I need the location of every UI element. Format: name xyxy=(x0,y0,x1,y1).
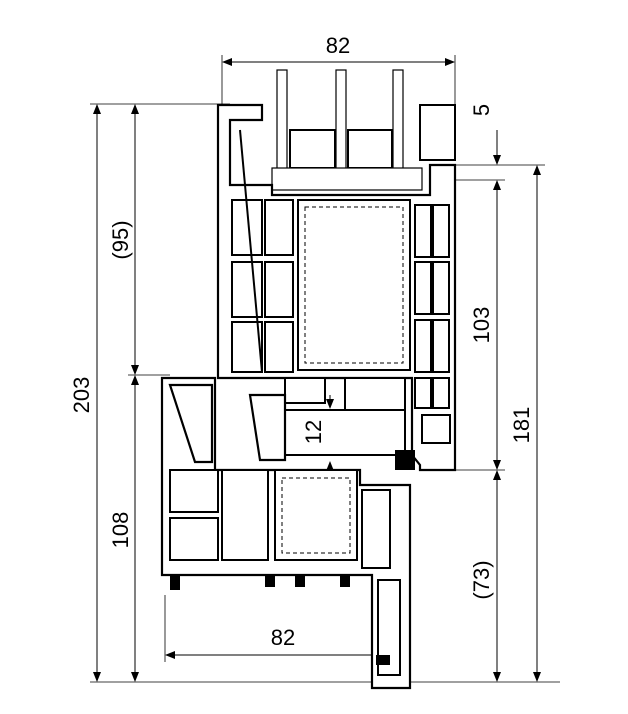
dim-total-height: 203 xyxy=(69,377,94,414)
sash-chambers-left xyxy=(231,129,294,373)
dim-right-height: 181 xyxy=(509,407,534,444)
dimension-labels: 82 5 (95) 203 103 181 12 108 (73) 82 xyxy=(69,33,534,650)
dim-bottom-width: 82 xyxy=(271,625,295,650)
dim-frame-height: 108 xyxy=(108,512,133,549)
dim-sash-height: 103 xyxy=(469,307,494,344)
dim-glass-offset: 5 xyxy=(469,104,494,116)
dim-frame-height-ref: (73) xyxy=(469,560,494,599)
frame-profile xyxy=(160,376,415,690)
sash-profile xyxy=(216,103,457,472)
glazing-unit xyxy=(271,69,423,191)
dimension-lines xyxy=(93,58,541,682)
dim-overlap: 12 xyxy=(301,420,326,444)
sash-chambers-right xyxy=(414,204,451,444)
dim-sash-height-ref: (95) xyxy=(108,220,133,259)
dim-top-width: 82 xyxy=(326,33,350,58)
